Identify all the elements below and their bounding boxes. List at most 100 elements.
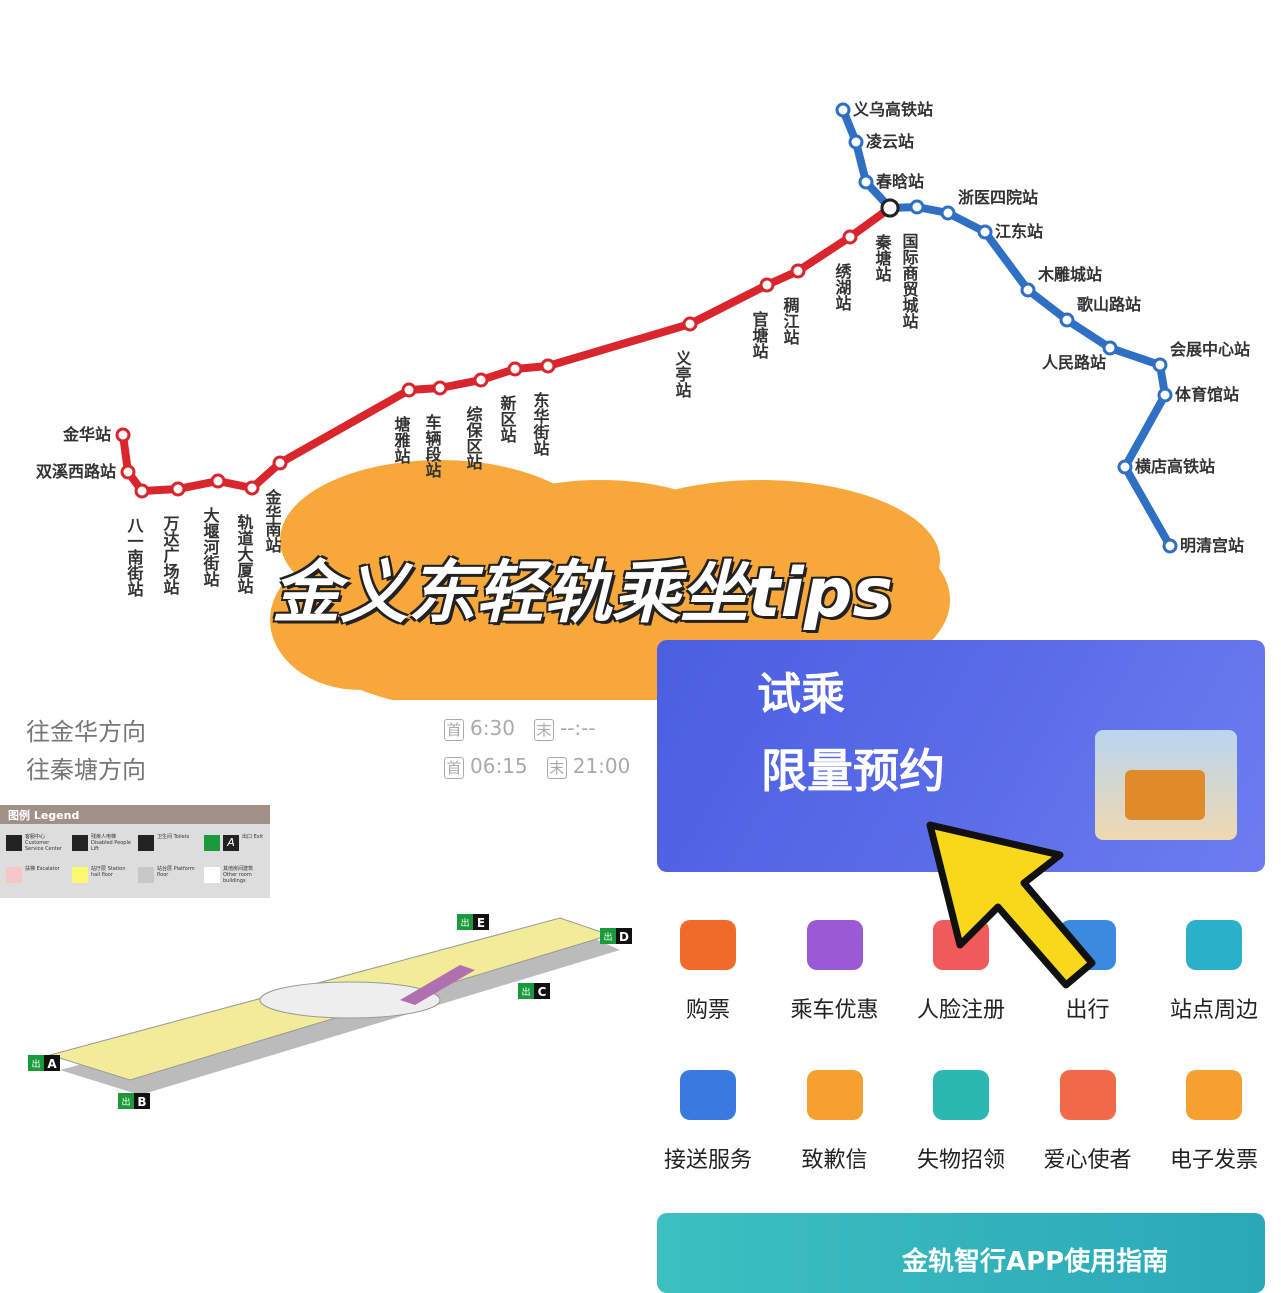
last-badge: 末 — [546, 757, 567, 779]
elevator-icon — [72, 835, 88, 851]
station-label: 义乌高铁站 — [853, 100, 933, 119]
station-node — [134, 483, 150, 499]
legend-title: 图例 Legend — [0, 805, 270, 824]
service-lost-found[interactable]: 失物招领 — [898, 1070, 1024, 1174]
exit-icon — [204, 835, 220, 851]
station-label: 浙医四院站 — [958, 188, 1038, 207]
station-node — [540, 358, 556, 374]
station-label: 国际商贸城站 — [900, 233, 919, 330]
station-node — [1157, 387, 1173, 403]
service-label: 站点周边 — [1169, 998, 1258, 1023]
sticker-stroke — [270, 550, 450, 690]
other-room-swatch — [204, 867, 220, 883]
invoice-icon — [1186, 1070, 1242, 1120]
legend-label: 残疾人电梯 Disabled People Lift — [91, 834, 131, 852]
station-node — [940, 205, 956, 221]
station-label: 木雕城站 — [1037, 265, 1102, 284]
station-label: 明清宫站 — [1180, 536, 1244, 555]
service-label: 失物招领 — [916, 1148, 1005, 1173]
station-node — [848, 134, 864, 150]
service-label: 爱心使者 — [1043, 1148, 1132, 1173]
last-time: 21:00 — [572, 754, 631, 778]
station-label: 轨道大厦站 — [235, 513, 254, 595]
legend-item: 扶梯 Escalator — [6, 866, 68, 883]
station-label: 体育馆站 — [1175, 385, 1239, 404]
station-node — [835, 102, 851, 118]
service-mail[interactable]: 致歉信 — [772, 1070, 898, 1174]
service-label: 购票 — [685, 998, 730, 1023]
service-face[interactable]: 人脸注册 — [898, 920, 1024, 1024]
service-invoice[interactable]: 电子发票 — [1151, 1070, 1277, 1174]
station-node — [790, 263, 806, 279]
station-node — [244, 480, 260, 496]
exit-letter: A — [47, 1057, 57, 1071]
mail-icon — [806, 1070, 863, 1120]
station-node — [272, 455, 288, 471]
station-label: 万达广场站 — [161, 515, 181, 596]
station-node — [1102, 340, 1118, 356]
station-node — [507, 361, 523, 377]
service-cap[interactable]: 爱心使者 — [1025, 1070, 1151, 1174]
station-label: 新区站 — [498, 394, 517, 444]
banner-line2: 限量预约 — [761, 744, 945, 798]
exit-letter: C — [538, 985, 547, 999]
station-label: 稠江站 — [781, 296, 800, 346]
service-coupon[interactable]: 乘车优惠 — [772, 920, 898, 1024]
station-label: 双溪西路站 — [36, 462, 116, 481]
station-label: 凌云站 — [866, 132, 914, 151]
station-label: 秦塘站 — [873, 233, 893, 283]
cap-icon — [1059, 1070, 1116, 1120]
metro-map: 金华站双溪西路站八一南街站万达广场站大堰河街站轨道大厦站金华南站塘雅站车辆段站综… — [36, 100, 1250, 700]
station-label: 人民路站 — [1042, 353, 1106, 372]
legend-item: 其他房间建筑 Other room buildings — [204, 866, 266, 884]
service-label: 出行 — [1065, 998, 1110, 1023]
station-label: 义亭站 — [673, 349, 692, 399]
station-node — [858, 174, 874, 190]
station-node — [842, 229, 858, 245]
red-line — [119, 204, 893, 495]
station-label: 车辆段站 — [423, 413, 442, 479]
service-store[interactable]: 站点周边 — [1151, 920, 1277, 1024]
orange-brush-sticker — [270, 460, 950, 700]
station-node — [120, 464, 136, 480]
legend-label: 扶梯 Escalator — [25, 866, 60, 872]
service-label: 接送服务 — [663, 1148, 752, 1173]
app-guide-banner[interactable]: 金轨智行APP使用指南 — [657, 1213, 1265, 1293]
direction-label: 往金华方向 — [26, 718, 146, 746]
station-node — [115, 427, 131, 443]
legend-label: 客服中心 Customer Service Center — [25, 834, 62, 852]
coupon-icon — [806, 920, 863, 970]
station-label: 横店高铁站 — [1135, 457, 1215, 476]
exit-letter: B — [137, 1095, 146, 1109]
station-label: 会展中心站 — [1170, 340, 1250, 359]
station-node — [1059, 312, 1075, 328]
legend-item: 残疾人电梯 Disabled People Lift — [72, 834, 134, 852]
escalator-swatch — [6, 867, 22, 883]
headset-icon — [6, 835, 22, 851]
service-pickup[interactable]: 接送服务 — [645, 1070, 771, 1174]
station-node — [170, 481, 186, 497]
station-label: 东华街站 — [531, 391, 551, 457]
banner-line1: 试乘 — [757, 669, 845, 720]
pickup-icon — [680, 1070, 736, 1120]
lost-found-icon — [933, 1070, 989, 1120]
first-badge: 首 — [444, 719, 464, 741]
first-badge: 首 — [444, 757, 464, 779]
service-label: 乘车优惠 — [790, 998, 879, 1023]
station-node — [1152, 357, 1168, 373]
sticker-stroke — [750, 530, 950, 670]
legend-item: 站台层 Platform floor — [138, 866, 200, 883]
legend-label: 出口 Exit — [242, 834, 264, 840]
station-node — [1020, 282, 1036, 298]
station-label: 八一南街站 — [125, 517, 145, 598]
station-label: 绣湖站 — [833, 262, 852, 312]
page-title: 金义东轻轨乘坐tips — [272, 554, 893, 633]
service-ticket[interactable]: 购票 — [645, 920, 771, 1024]
station-node — [977, 224, 993, 240]
station-label: 江东站 — [995, 222, 1043, 241]
station-node — [682, 316, 698, 332]
exit-badge: 出 — [121, 1096, 130, 1108]
